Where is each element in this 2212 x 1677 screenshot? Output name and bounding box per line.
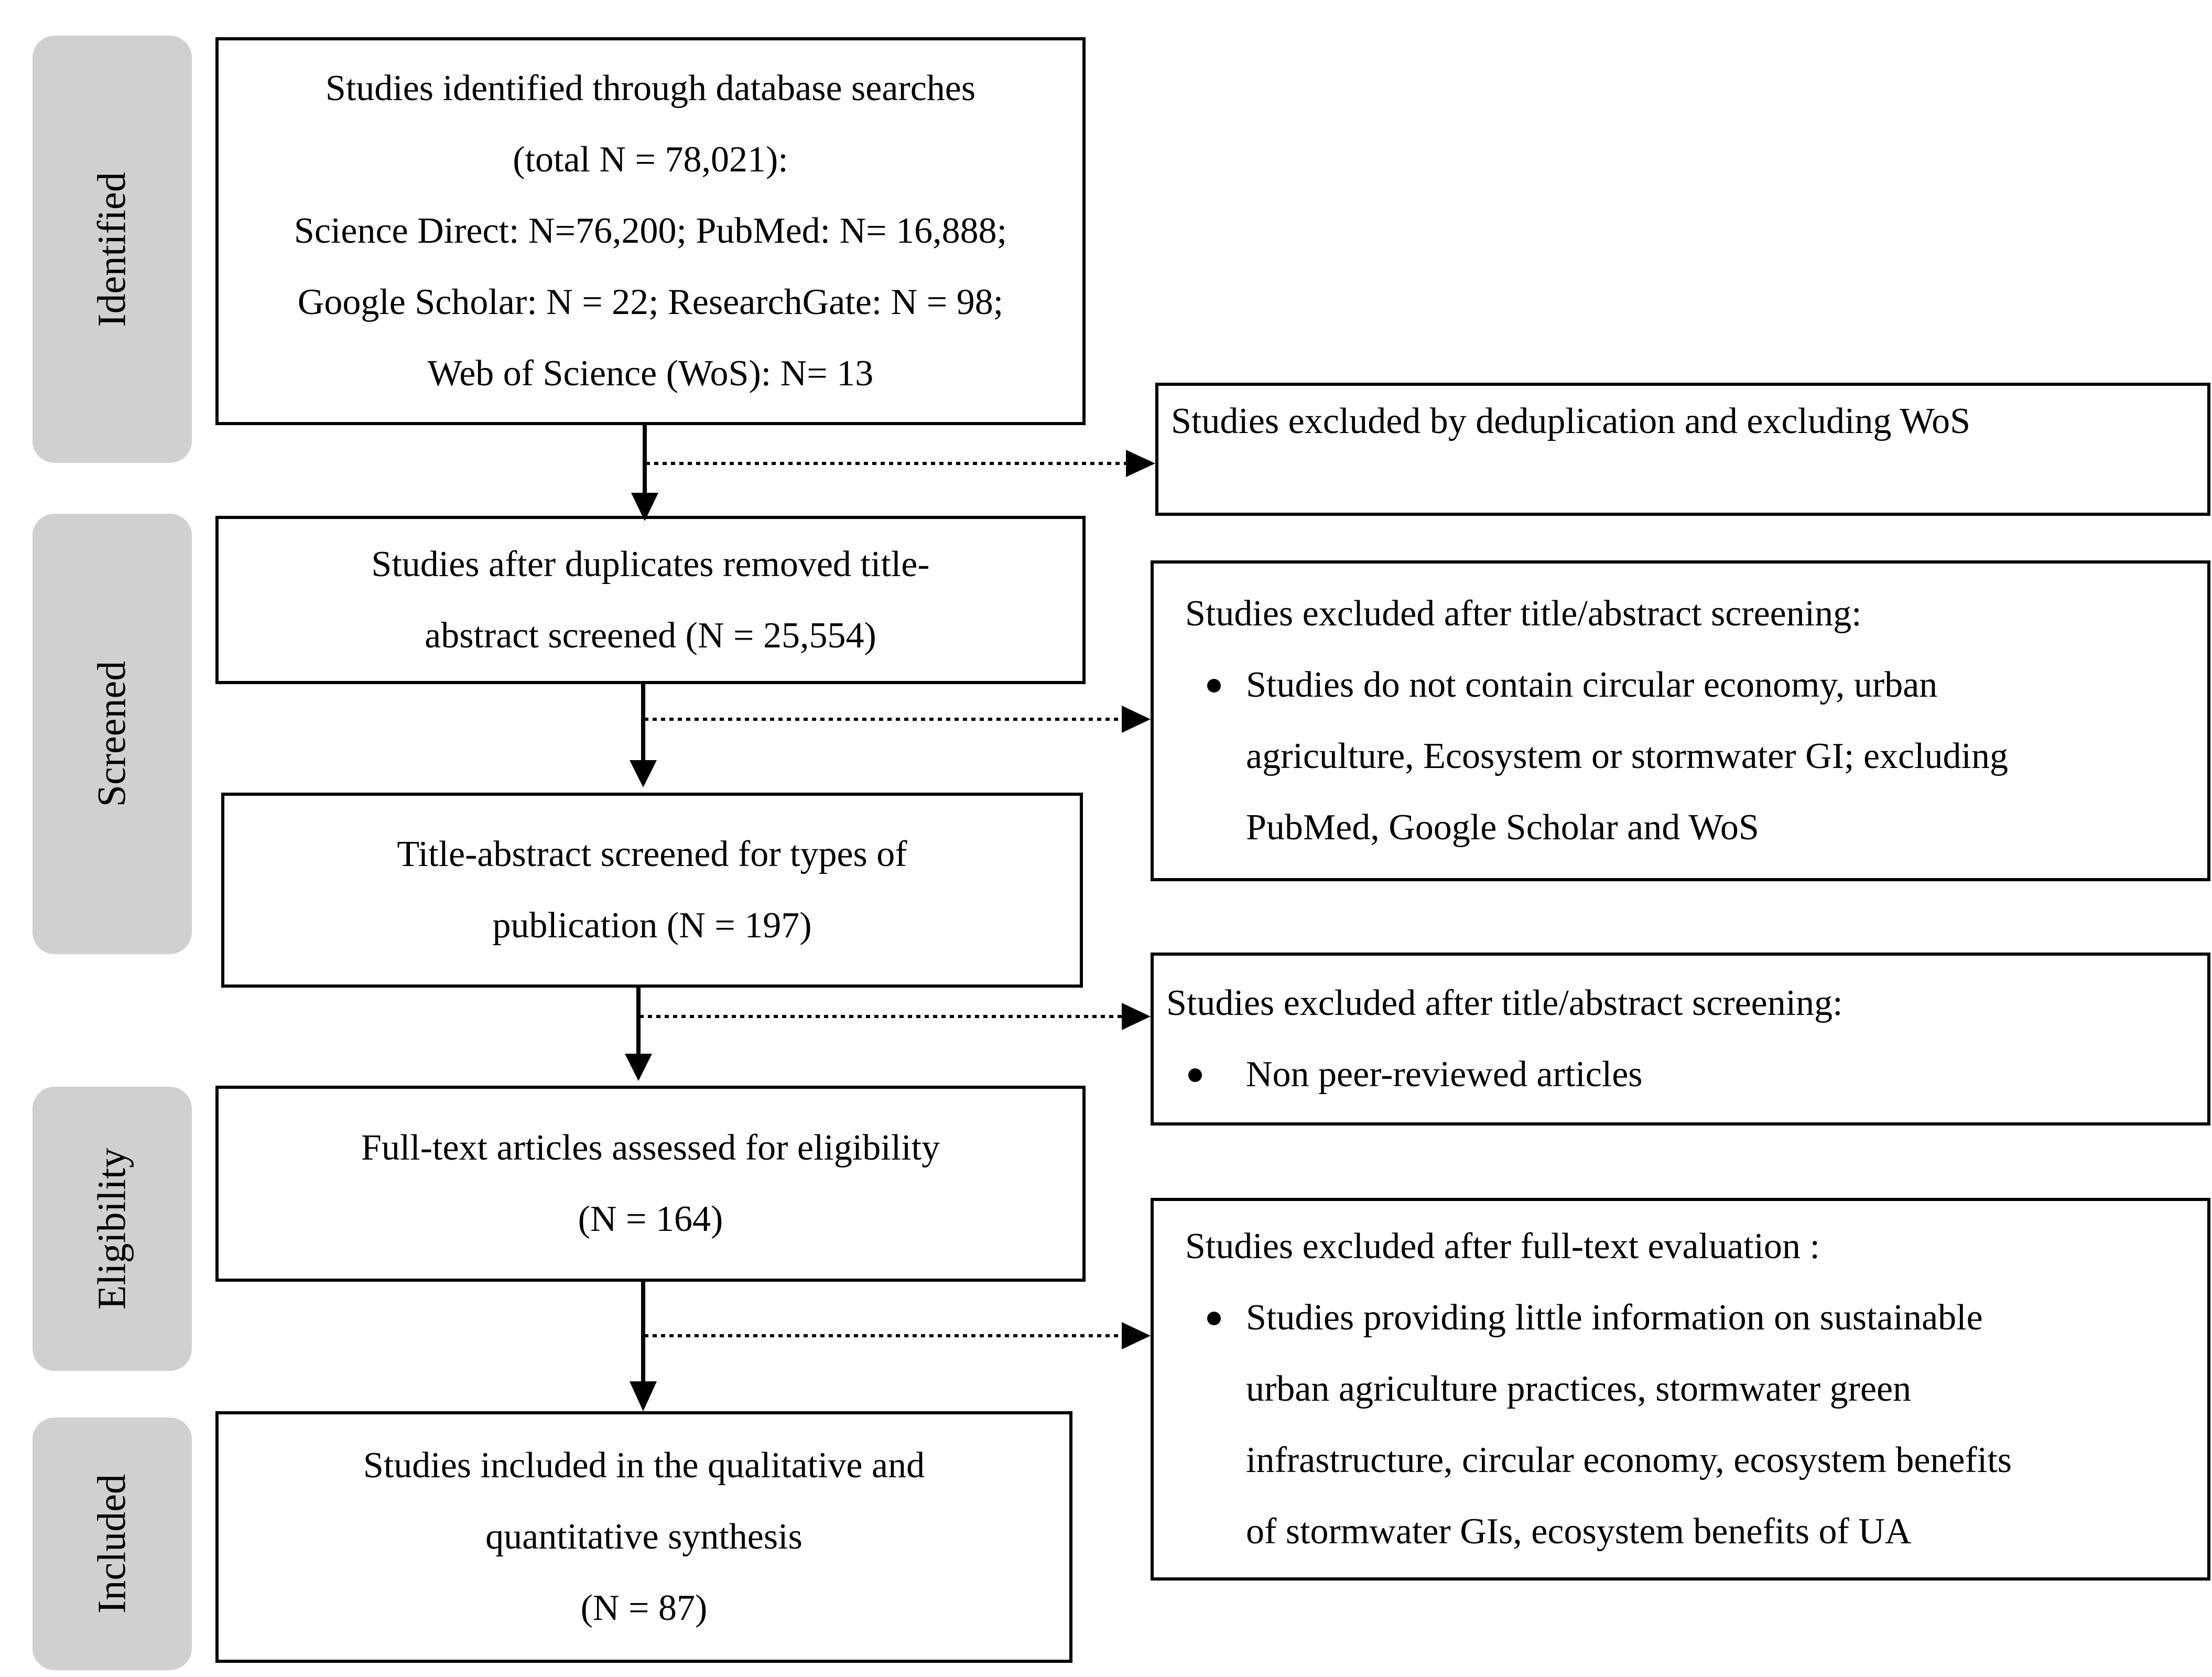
exclusion-fulltext-bullet: Studies providing little information on … [1185, 1282, 2207, 1567]
identified-box: Studies identified through database sear… [215, 37, 1086, 425]
exclusion-title-abstract-1-bullet: Studies do not contain circular economy,… [1185, 650, 2207, 863]
exclusion-title-abstract-1-heading: Studies excluded after title/abstract sc… [1185, 593, 1862, 634]
exclusion-title-abstract-2-box: Studies excluded after title/abstract sc… [1151, 953, 2210, 1126]
exclusion-fulltext-line-4: of stormwater GIs, ecosystem benefits of… [1246, 1511, 1912, 1552]
exclusion-title-abstract-1-box: Studies excluded after title/abstract sc… [1151, 560, 2210, 881]
exclusion-fulltext-line-3: infrastructure, circular economy, ecosys… [1246, 1440, 2012, 1480]
exclusion-fulltext-list: Studies providing little information on … [1185, 1282, 2207, 1567]
identified-line-1: Studies identified through database sear… [325, 68, 976, 109]
flow-arrow-4 [630, 1282, 657, 1411]
exclusion-title-abstract-1-line-2: agriculture, Ecosystem or stormwater GI;… [1246, 736, 2009, 776]
included-box: Studies included in the qualitative and … [215, 1411, 1072, 1663]
fulltext-box: Full-text articles assessed for eligibil… [215, 1086, 1086, 1282]
exclusion-arrow-1 [646, 450, 1155, 477]
identified-line-3: Science Direct: N=76,200; PubMed: N= 16,… [294, 211, 1007, 251]
exclusion-fulltext-heading: Studies excluded after full-text evaluat… [1185, 1226, 1820, 1267]
publication-type-line-1: Title-abstract screened for types of [397, 834, 907, 874]
exclusion-arrow-2 [644, 706, 1151, 733]
publication-type-box: Title-abstract screened for types of pub… [221, 793, 1083, 988]
phase-included: Included [32, 1418, 192, 1670]
phase-eligibility: Eligibility [32, 1087, 192, 1371]
identified-line-4: Google Scholar: N = 22; ResearchGate: N … [297, 282, 1004, 322]
exclusion-arrow-3 [639, 1003, 1151, 1030]
included-line-2: quantitative synthesis [485, 1517, 803, 1557]
fulltext-line-2: (N = 164) [578, 1199, 723, 1239]
exclusion-dedup-box: Studies excluded by deduplication and ex… [1155, 383, 2210, 516]
exclusion-title-abstract-1-line-3: PubMed, Google Scholar and WoS [1246, 807, 1759, 848]
exclusion-title-abstract-2-list: Non peer-reviewed articles [1166, 1039, 2207, 1110]
deduplicated-box: Studies after duplicates removed title- … [215, 516, 1086, 684]
exclusion-title-abstract-2-bullet: Non peer-reviewed articles [1166, 1039, 2207, 1110]
exclusion-title-abstract-2-heading: Studies excluded after title/abstract sc… [1166, 983, 1843, 1023]
flow-arrow-2 [630, 684, 657, 787]
deduplicated-line-2: abstract screened (N = 25,554) [425, 615, 876, 656]
phase-identified: Identified [32, 36, 192, 463]
exclusion-fulltext-box: Studies excluded after full-text evaluat… [1151, 1198, 2210, 1581]
identified-line-2: (total N = 78,021): [513, 139, 788, 180]
exclusion-title-abstract-1-line-1: Studies do not contain circular economy,… [1246, 665, 1938, 705]
flow-arrow-3 [625, 988, 652, 1081]
included-line-1: Studies included in the qualitative and [363, 1445, 925, 1486]
exclusion-arrow-4 [644, 1322, 1151, 1349]
flow-arrow-1 [631, 425, 658, 521]
deduplicated-line-1: Studies after duplicates removed title- [371, 544, 930, 585]
identified-line-5: Web of Science (WoS): N= 13 [427, 353, 874, 394]
exclusion-title-abstract-1-list: Studies do not contain circular economy,… [1185, 650, 2207, 863]
included-line-3: (N = 87) [580, 1588, 708, 1628]
publication-type-line-2: publication (N = 197) [492, 905, 812, 946]
exclusion-fulltext-line-2: urban agriculture practices, stormwater … [1246, 1369, 1912, 1409]
phase-screened: Screened [32, 514, 192, 954]
fulltext-line-1: Full-text articles assessed for eligibil… [361, 1128, 940, 1168]
exclusion-title-abstract-2-line-1: Non peer-reviewed articles [1246, 1054, 1643, 1095]
exclusion-fulltext-line-1: Studies providing little information on … [1246, 1297, 1983, 1338]
exclusion-dedup-heading: Studies excluded by deduplication and ex… [1171, 401, 1971, 441]
